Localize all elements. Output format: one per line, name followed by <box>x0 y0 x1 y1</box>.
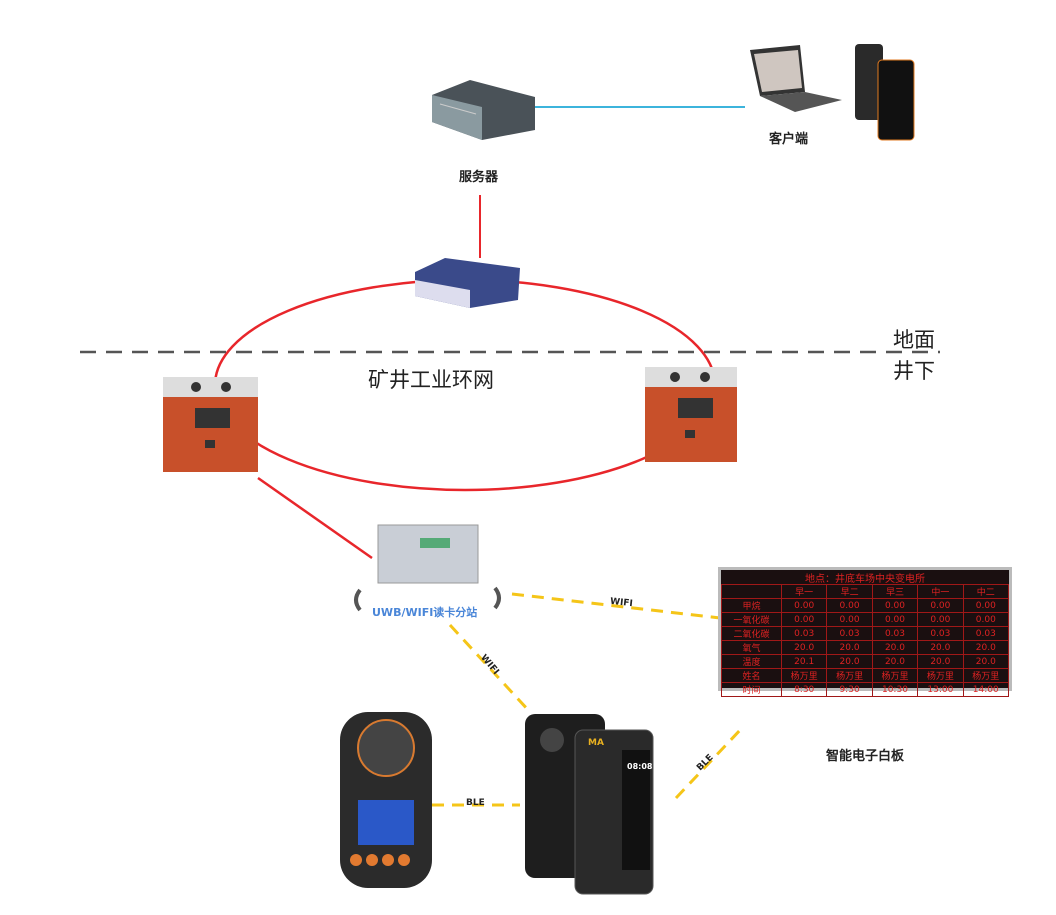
cabinet-left-icon <box>163 377 258 472</box>
board-cell: 20.0 <box>871 640 919 655</box>
cabinet-right-icon <box>645 367 737 462</box>
board-header-cell: 早二 <box>826 584 873 599</box>
board-cell: 9:30 <box>826 682 873 697</box>
board-cell: 0.03 <box>780 626 828 641</box>
surface-label: 地面 <box>893 328 935 352</box>
reader-station-icon <box>354 524 501 612</box>
board-cell: 一氧化碳 <box>721 612 782 627</box>
board-cell: 20.0 <box>826 654 873 669</box>
board-cell: 14:00 <box>962 682 1010 697</box>
board-cell: 10:30 <box>871 682 919 697</box>
ring-network-label: 矿井工业环网 <box>368 368 494 392</box>
board-cell: 0.00 <box>871 598 919 613</box>
board-cell: 温度 <box>721 654 782 669</box>
board-cell: 20.0 <box>826 640 873 655</box>
board-cell: 0.00 <box>962 612 1010 627</box>
cabinet-station-link <box>257 476 373 560</box>
laptop-icon <box>750 45 842 112</box>
client-label: 客户端 <box>769 132 809 147</box>
board-cell: 杨万里 <box>917 668 964 683</box>
board-cell: 0.00 <box>826 612 873 627</box>
board-row: 姓名杨万里杨万里杨万里杨万里杨万里 <box>721 668 1010 683</box>
wifi-link-board <box>511 592 721 620</box>
server-icon <box>432 80 535 140</box>
board-cell: 0.00 <box>917 612 964 627</box>
board-cell: 20.0 <box>917 654 964 669</box>
board-cell: 0.03 <box>871 626 919 641</box>
board-header-row: 早一早二早三中一中二 <box>721 584 1010 599</box>
board-cell: 氧气 <box>721 640 782 655</box>
ble-link-board <box>674 726 744 800</box>
board-header-cell: 早三 <box>871 584 919 599</box>
phone-clock: 08:08 <box>627 762 653 771</box>
smartphone-icon <box>525 714 654 895</box>
board-cell: 甲烷 <box>721 598 782 613</box>
board-cell: 0.00 <box>780 612 828 627</box>
reader-station-label: UWB/WIFI读卡分站 <box>372 606 478 619</box>
ring-switch-icon <box>415 258 520 308</box>
board-cell: 杨万里 <box>780 668 828 683</box>
board-cell: 二氧化碳 <box>721 626 782 641</box>
ble-detector-label: BLE <box>466 798 485 808</box>
underground-label: 井下 <box>893 359 935 383</box>
board-cell: 0.03 <box>962 626 1010 641</box>
board-cell: 杨万里 <box>826 668 873 683</box>
board-cell: 0.00 <box>780 598 828 613</box>
board-title: 地点：井底车场中央变电所 <box>805 574 925 585</box>
board-cell: 姓名 <box>721 668 782 683</box>
board-cell: 0.00 <box>871 612 919 627</box>
board-cell: 20.0 <box>962 654 1010 669</box>
board-cell: 0.00 <box>962 598 1010 613</box>
board-header-cell: 中二 <box>962 584 1010 599</box>
board-cell: 8:30 <box>780 682 828 697</box>
board-cell: 20.0 <box>962 640 1010 655</box>
board-cell: 杨万里 <box>962 668 1010 683</box>
board-header-cell <box>721 584 782 599</box>
board-cell: 0.00 <box>917 598 964 613</box>
server-label: 服务器 <box>459 170 499 185</box>
board-cell: 20.1 <box>780 654 828 669</box>
board-cell: 20.0 <box>871 654 919 669</box>
board-cell: 杨万里 <box>871 668 919 683</box>
gas-detector-icon <box>340 712 432 888</box>
board-header-cell: 早一 <box>780 584 828 599</box>
board-cell: 时间 <box>721 682 782 697</box>
board-cell: 0.03 <box>917 626 964 641</box>
phone-icon <box>855 44 915 141</box>
board-cell: 20.0 <box>780 640 828 655</box>
phone-brand-logo: MA <box>588 738 604 748</box>
whiteboard-label: 智能电子白板 <box>826 749 905 764</box>
board-cell: 0.03 <box>826 626 873 641</box>
board-cell: 0.00 <box>826 598 873 613</box>
board-cell: 20.0 <box>917 640 964 655</box>
board-cell: 13:00 <box>917 682 964 697</box>
board-header-cell: 中一 <box>917 584 964 599</box>
